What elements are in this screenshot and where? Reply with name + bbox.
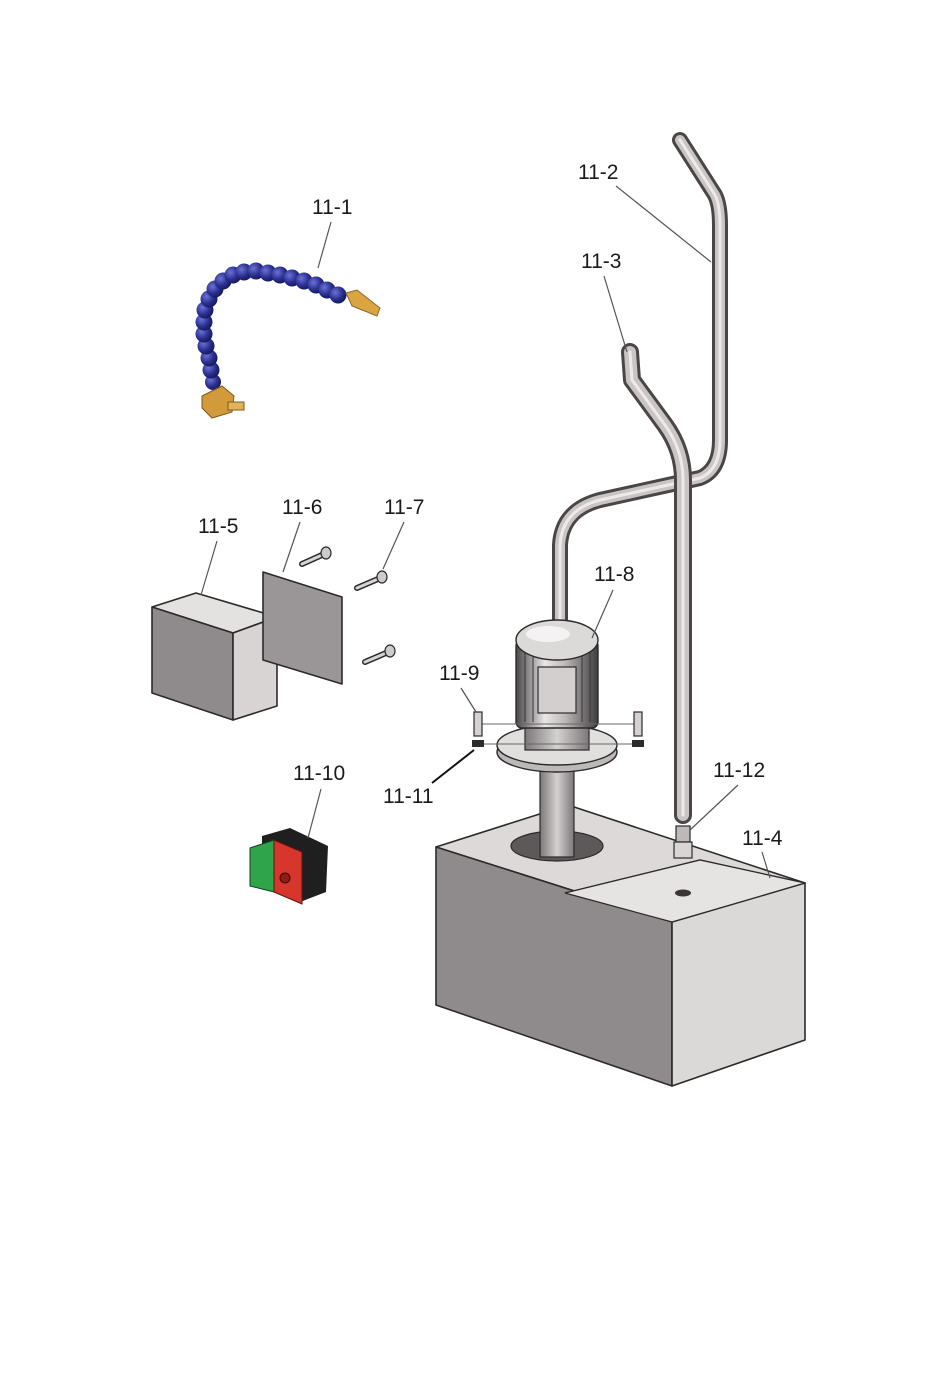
label-11-1: 11-1 — [312, 196, 352, 219]
label-11-10: 11-10 — [293, 762, 345, 785]
pump-shaft — [540, 765, 574, 857]
label-11-8: 11-8 — [594, 563, 634, 586]
tank-return-hole — [675, 890, 691, 897]
hose-beads — [196, 263, 347, 391]
label-11-6: 11-6 — [282, 496, 322, 519]
label-11-11: 11-11 — [383, 785, 434, 808]
switch-box — [152, 593, 277, 720]
label-11-5: 11-5 — [198, 515, 238, 538]
part-labels: 11-1 11-2 11-3 11-4 11-5 11-6 11-7 11-8 … — [198, 161, 783, 850]
hose-base-fitting — [202, 386, 244, 418]
hose-nozzle — [346, 290, 380, 316]
label-11-9: 11-9 — [439, 662, 479, 685]
pipe-fitting — [674, 826, 692, 858]
label-11-2: 11-2 — [578, 161, 618, 184]
coolant-hose-part — [196, 263, 381, 419]
pump-motor — [497, 620, 617, 772]
label-11-7: 11-7 — [384, 496, 424, 519]
label-11-12: 11-12 — [713, 759, 765, 782]
on-off-switch — [250, 828, 328, 904]
label-11-4: 11-4 — [742, 827, 783, 850]
label-11-3: 11-3 — [581, 250, 621, 273]
